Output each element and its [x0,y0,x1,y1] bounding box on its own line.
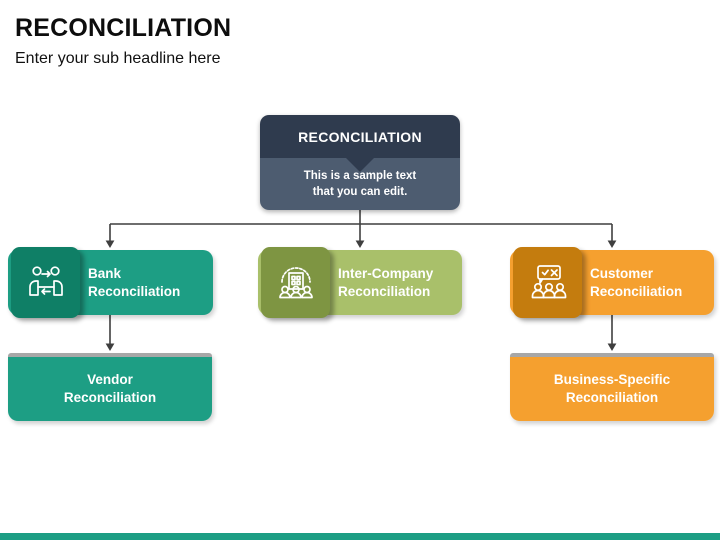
business-body: Business-Specific Reconciliation [510,357,714,421]
arrowhead-inter [355,240,365,248]
node-label-bank: Bank Reconciliation [88,265,181,299]
handshake-exchange-icon [11,247,80,318]
node-inter-company-reconciliation[interactable]: Inter-Company Reconciliation [258,247,462,318]
arrowhead-bank [105,240,115,248]
root-notch-triangle [346,158,374,172]
root-node-body: This is a sample text that you can edit. [260,158,460,210]
business-top-strip [510,353,714,357]
node-label-customer: Customer Reconciliation [590,265,683,299]
root-node-header: RECONCILIATION [260,115,460,158]
node-customer-reconciliation[interactable]: Customer Reconciliation [510,247,714,318]
vendor-body: Vendor Reconciliation [8,357,212,421]
footer-accent-bar [0,533,720,540]
slide-title[interactable]: RECONCILIATION [15,14,232,42]
arrowhead-business [607,343,617,351]
vendor-top-strip [8,353,212,357]
slide-subtitle[interactable]: Enter your sub headline here [15,50,221,67]
node-label-inter-company: Inter-Company Reconciliation [338,265,434,299]
node-vendor-reconciliation[interactable]: Vendor Reconciliation [8,353,212,421]
node-business-specific-reconciliation[interactable]: Business-Specific Reconciliation [510,353,714,421]
arrowhead-customer [607,240,617,248]
root-sample-text: This is a sample text that you can edit. [303,170,417,198]
node-label-business-specific: Business-Specific Reconciliation [553,371,671,405]
customer-feedback-icon [513,247,582,318]
arrowhead-vendor [105,343,115,351]
node-label-vendor: Vendor Reconciliation [63,371,157,405]
node-bank-reconciliation[interactable]: Bank Reconciliation [8,247,213,318]
company-building-people-icon [261,247,330,318]
root-node-reconciliation[interactable]: RECONCILIATION This is a sample text tha… [260,115,460,210]
root-node-title: RECONCILIATION [298,128,422,145]
